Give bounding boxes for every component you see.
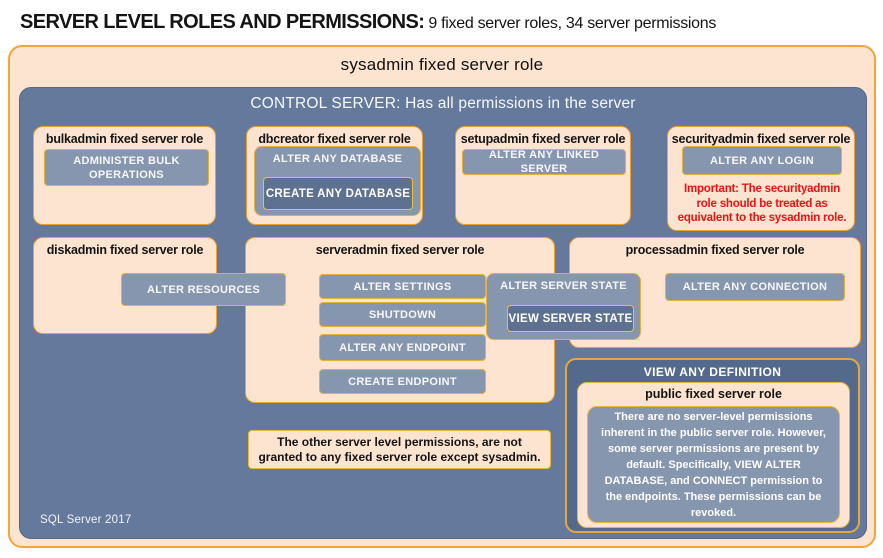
permission-alter-any-connection: ALTER ANY CONNECTION [665, 273, 845, 301]
permission-alter-server-state: ALTER SERVER STATE VIEW SERVER STATE [486, 273, 641, 340]
permission-alter-any-linked-server: ALTER ANY LINKED SERVER [462, 149, 626, 175]
sysadmin-role-title: sysadmin fixed server role [340, 55, 544, 74]
permission-alter-any-endpoint: ALTER ANY ENDPOINT [319, 334, 486, 361]
permission-create-any-database: CREATE ANY DATABASE [263, 177, 413, 210]
permission-shutdown: SHUTDOWN [319, 302, 486, 327]
setupadmin-role-title: setupadmin fixed server role [460, 132, 626, 146]
view-any-definition-box: VIEW ANY DEFINITION public fixed server … [565, 358, 860, 533]
permission-alter-server-state-label: ALTER SERVER STATE [500, 280, 627, 292]
page-title-subtitle: 9 fixed server roles, 34 server permissi… [424, 15, 717, 32]
permission-view-any-definition-label: VIEW ANY DEFINITION [643, 365, 782, 379]
serveradmin-role-title: serveradmin fixed server role [315, 243, 485, 257]
public-role-box: public fixed server role There are no se… [577, 382, 850, 528]
securityadmin-role-box: securityadmin fixed server role ALTER AN… [667, 126, 855, 231]
public-role-title: public fixed server role [645, 387, 782, 401]
securityadmin-warning-text: Important: The securityadmin role should… [677, 183, 847, 224]
public-role-note: There are no server-level permissions in… [587, 406, 840, 523]
processadmin-role-title: processadmin fixed server role [625, 243, 805, 257]
dbcreator-role-title: dbcreator fixed server role [258, 132, 411, 146]
control-server-title: CONTROL SERVER: Has all permissions in t… [250, 95, 636, 112]
page-title-bold: SERVER LEVEL ROLES AND PERMISSIONS: [20, 11, 425, 33]
permission-view-server-state: VIEW SERVER STATE [507, 305, 634, 332]
page-title: SERVER LEVEL ROLES AND PERMISSIONS: 9 fi… [20, 11, 716, 34]
bulkadmin-role-title: bulkadmin fixed server role [45, 132, 204, 146]
permission-alter-settings: ALTER SETTINGS [319, 274, 486, 299]
sql-server-version-label: SQL Server 2017 [40, 514, 132, 526]
permission-create-endpoint: CREATE ENDPOINT [319, 369, 486, 394]
other-permissions-note: The other server level permissions, are … [248, 430, 551, 469]
sysadmin-role-box: sysadmin fixed server role CONTROL SERVE… [8, 45, 876, 548]
diskadmin-role-title: diskadmin fixed server role [46, 243, 204, 257]
securityadmin-role-title: securityadmin fixed server role [671, 132, 851, 146]
permission-alter-any-database: ALTER ANY DATABASE CREATE ANY DATABASE [254, 146, 421, 216]
permission-alter-resources: ALTER RESOURCES [121, 273, 286, 306]
permission-alter-any-login: ALTER ANY LOGIN [682, 146, 842, 175]
setupadmin-role-box: setupadmin fixed server role ALTER ANY L… [455, 126, 631, 225]
permission-alter-any-database-label: ALTER ANY DATABASE [272, 153, 403, 165]
bulkadmin-role-box: bulkadmin fixed server role ADMINISTER B… [33, 126, 216, 225]
control-server-box: CONTROL SERVER: Has all permissions in t… [19, 87, 867, 539]
dbcreator-role-box: dbcreator fixed server role ALTER ANY DA… [246, 126, 423, 225]
permission-administer-bulk-operations: ADMINISTER BULK OPERATIONS [44, 149, 209, 186]
